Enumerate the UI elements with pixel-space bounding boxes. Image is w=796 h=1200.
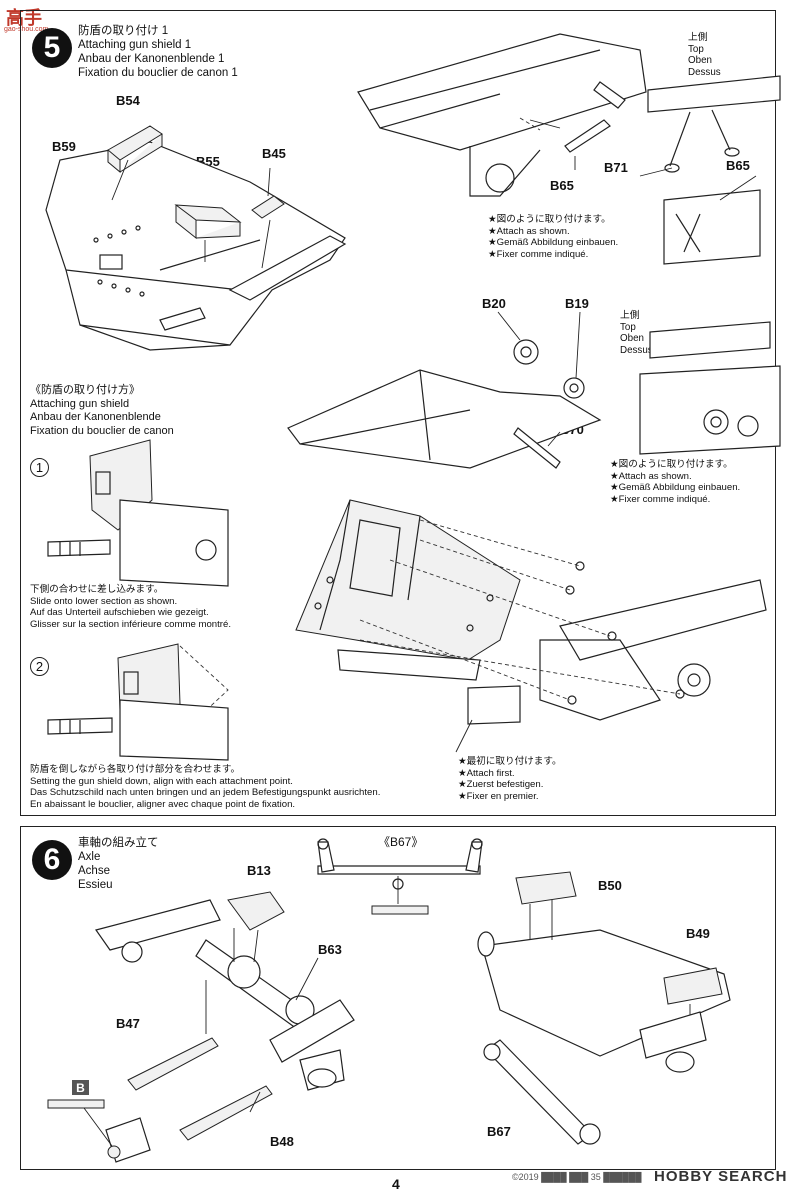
part-label-b59: B59 <box>52 139 76 154</box>
copyright-footer: ©2019 ████ ███ 35 ██████ <box>512 1172 642 1182</box>
carriage-middle <box>287 311 602 469</box>
carriage-top-right <box>357 33 647 197</box>
step6-number-badge: 6 <box>32 840 72 880</box>
part-b54-shape <box>107 125 163 174</box>
axle-right <box>477 871 731 1145</box>
part-b47-shape <box>127 1037 219 1091</box>
step5-title-en: Attaching gun shield 1 <box>78 39 192 51</box>
inset-label-b67: 《B67》 <box>378 835 424 849</box>
part-label-b65-right: B65 <box>726 158 750 173</box>
attach-note-1: ★図のように取り付けます。★Attach as shown. ★Gemäß Ab… <box>488 214 619 261</box>
step5-title-de: Anbau der Kanonenblende 1 <box>78 53 225 65</box>
watermark-logo-text: 高手 <box>6 8 42 28</box>
substep2-number: 2 <box>30 657 49 676</box>
subsection-title: 《防盾の取り付け方》Attaching gun shield Anbau der… <box>30 384 174 437</box>
step6-panel <box>20 826 776 1170</box>
footer-watermark: HOBBY SEARCH <box>654 1168 788 1185</box>
attach-note-2: ★図のように取り付けます。★Attach as shown. ★Gemäß Ab… <box>610 459 741 506</box>
substep2-illustration <box>47 643 229 761</box>
part-label-b49: B49 <box>686 926 710 941</box>
step5-number-badge: 5 <box>32 28 72 68</box>
part-label-b13: B13 <box>247 863 271 878</box>
substep2-text: 防盾を倒しながら各取り付け部分を合わせます。Setting the gun sh… <box>30 764 381 811</box>
substep1-text: 下側の合わせに差し込みます。Slide onto lower section a… <box>30 584 232 631</box>
main-shield-assembly <box>295 499 767 753</box>
part-label-b45: B45 <box>262 146 286 161</box>
step6-title: 車軸の組み立て Axle Achse Essieu <box>78 836 159 892</box>
part-b48-shape <box>179 1085 273 1141</box>
part-label-b20: B20 <box>482 296 506 311</box>
substep1-number: 1 <box>30 458 49 477</box>
step6-title-de: Achse <box>78 865 110 877</box>
part-b45-shape <box>251 195 285 219</box>
part-label-b48: B48 <box>270 1134 294 1149</box>
rivet-row <box>93 225 145 297</box>
part-b49-shape <box>663 967 723 1005</box>
step6-title-ja: 車軸の組み立て <box>78 837 159 849</box>
detail-b71 <box>639 75 781 265</box>
detail-b19-top <box>639 321 781 455</box>
part-b50-shape <box>515 871 577 905</box>
watermark-logo: 高手 gao-shou.com <box>4 4 70 40</box>
part-label-b63: B63 <box>318 942 342 957</box>
part-b13-shape <box>227 891 285 931</box>
b67-inset <box>317 838 483 915</box>
step5-title-fr: Fixation du bouclier de canon 1 <box>78 67 238 79</box>
part-label-b19: B19 <box>565 296 589 311</box>
step5-title-ja: 防盾の取り付け 1 <box>78 25 169 37</box>
first-attach-note: ★最初に取り付けます。★Attach first. ★Zuerst befest… <box>458 756 562 803</box>
part-label-b67: B67 <box>487 1124 511 1139</box>
watermark-logo-sub: gao-shou.com <box>4 26 49 33</box>
step6-title-fr: Essieu <box>78 879 113 891</box>
part-label-b65-left: B65 <box>550 178 574 193</box>
axle-left <box>47 891 355 1163</box>
step5-title: 防盾の取り付け 1 Attaching gun shield 1 Anbau d… <box>78 24 238 80</box>
step6-title-en: Axle <box>78 851 101 863</box>
substep1-illustration <box>47 439 229 587</box>
runner-b-badge: B <box>72 1080 89 1095</box>
step5-illustration <box>45 33 781 761</box>
part-b55-shape <box>174 204 242 240</box>
part-label-b47: B47 <box>116 1016 140 1031</box>
part-label-b50: B50 <box>598 878 622 893</box>
part-label-b71: B71 <box>604 160 628 175</box>
page-number: 4 <box>392 1176 400 1192</box>
part-label-b54: B54 <box>116 93 140 108</box>
